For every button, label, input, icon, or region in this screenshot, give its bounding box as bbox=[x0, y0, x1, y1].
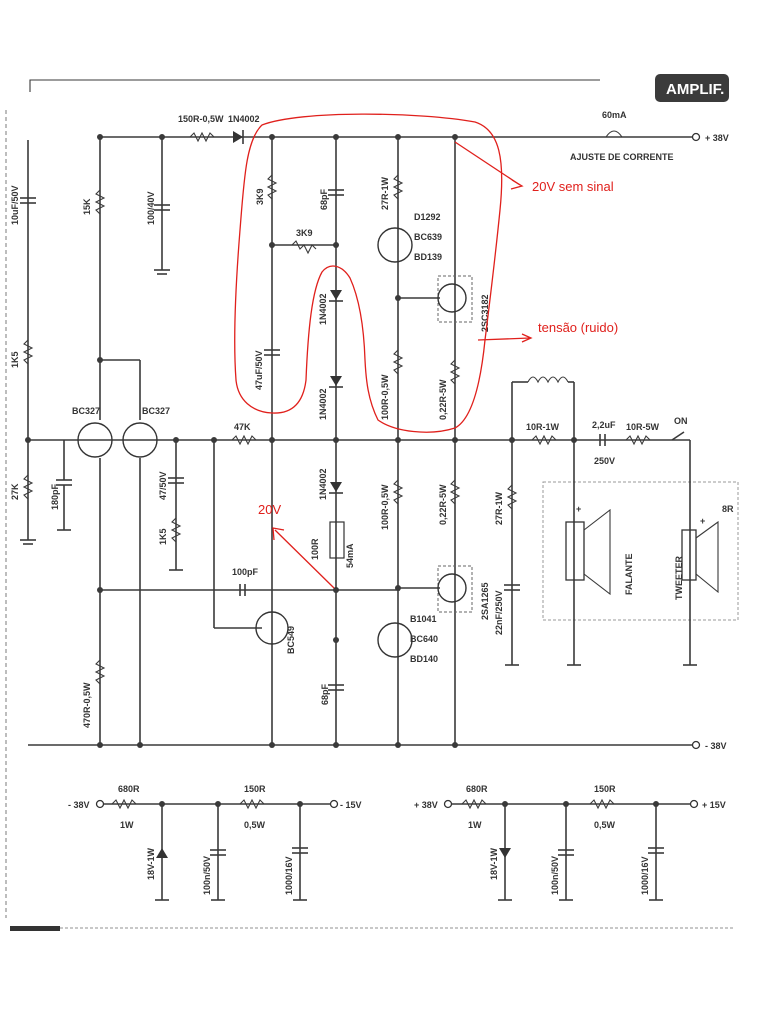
regulator-left: - 38V 680R 1W 18V-1W 100n/50V 150R 0,5W … bbox=[68, 784, 362, 901]
svg-text:0,5W: 0,5W bbox=[594, 820, 616, 830]
svg-text:1W: 1W bbox=[468, 820, 482, 830]
svg-text:1000/16V: 1000/16V bbox=[284, 856, 294, 895]
svg-text:8R: 8R bbox=[722, 504, 734, 514]
svg-text:D1292: D1292 bbox=[414, 212, 441, 222]
svg-text:680R: 680R bbox=[118, 784, 140, 794]
svg-text:180pF: 180pF bbox=[50, 483, 60, 510]
svg-text:3K9: 3K9 bbox=[255, 188, 265, 205]
svg-text:0,22R-5W: 0,22R-5W bbox=[438, 379, 448, 420]
svg-text:1K5: 1K5 bbox=[10, 351, 20, 368]
svg-text:27R-1W: 27R-1W bbox=[494, 491, 504, 525]
svg-text:27R-1W: 27R-1W bbox=[380, 176, 390, 210]
svg-text:100n/50V: 100n/50V bbox=[202, 856, 212, 895]
svg-text:18V-1W: 18V-1W bbox=[146, 847, 156, 880]
svg-text:+ 15V: + 15V bbox=[702, 800, 726, 810]
svg-text:BD139: BD139 bbox=[414, 252, 442, 262]
note-20v: 20V bbox=[258, 502, 281, 517]
svg-text:+: + bbox=[576, 504, 581, 514]
svg-text:22nF/250V: 22nF/250V bbox=[494, 590, 504, 635]
bias-column: 68pF 1N4002 1N4002 1N4002 100R 54mA 68pF bbox=[310, 134, 355, 748]
svg-text:1W: 1W bbox=[120, 820, 134, 830]
rail-neg-label: - 38V bbox=[705, 741, 727, 751]
svg-text:150R: 150R bbox=[594, 784, 616, 794]
supply-filter: 150R-0,5W 1N4002 100/40V bbox=[146, 114, 260, 275]
output-network: 27R-1W 22nF/250V 10R-1W 2,2uF 250V 10R-5… bbox=[494, 376, 739, 666]
svg-text:2SA1265: 2SA1265 bbox=[480, 582, 490, 620]
svg-text:FALANTE: FALANTE bbox=[624, 554, 634, 596]
svg-text:BD140: BD140 bbox=[410, 654, 438, 664]
red-annotations: 20V sem sinal tensão (ruido) 20V bbox=[234, 113, 618, 589]
svg-text:10R-5W: 10R-5W bbox=[626, 422, 660, 432]
svg-text:- 38V: - 38V bbox=[68, 800, 90, 810]
svg-text:BC639: BC639 bbox=[414, 232, 442, 242]
svg-text:AMPLIF.: AMPLIF. bbox=[666, 81, 724, 98]
rails: + 38V - 38V bbox=[28, 132, 729, 751]
svg-text:BC640: BC640 bbox=[410, 634, 438, 644]
svg-text:ON: ON bbox=[674, 416, 688, 426]
svg-text:47uF/50V: 47uF/50V bbox=[254, 350, 264, 390]
current-adjust: 60mA AJUSTE DE CORRENTE bbox=[570, 110, 674, 162]
svg-text:TWEETER: TWEETER bbox=[674, 556, 684, 600]
svg-text:60mA: 60mA bbox=[602, 110, 627, 120]
svg-text:27K: 27K bbox=[10, 483, 20, 500]
svg-text:1000/16V: 1000/16V bbox=[640, 856, 650, 895]
regulator-right: + 38V 680R 1W 18V-1W 100n/50V 150R 0,5W … bbox=[414, 784, 726, 901]
svg-text:100R-0,5W: 100R-0,5W bbox=[380, 374, 390, 420]
svg-text:68pF: 68pF bbox=[319, 188, 329, 210]
svg-text:+ 38V: + 38V bbox=[414, 800, 438, 810]
svg-text:100R-0,5W: 100R-0,5W bbox=[380, 484, 390, 530]
svg-text:68pF: 68pF bbox=[320, 683, 330, 705]
rail-pos-label: + 38V bbox=[705, 133, 729, 143]
svg-text:+: + bbox=[700, 516, 705, 526]
svg-text:100/40V: 100/40V bbox=[146, 191, 156, 225]
vas-stage: 3K9 3K9 47uF/50V BC549 47K 47/50V 1K5 10… bbox=[158, 134, 336, 748]
note-noise: tensão (ruido) bbox=[538, 320, 618, 335]
svg-text:100pF: 100pF bbox=[232, 567, 259, 577]
page-border bbox=[5, 79, 735, 931]
svg-text:0,22R-5W: 0,22R-5W bbox=[438, 484, 448, 525]
svg-text:150R: 150R bbox=[244, 784, 266, 794]
svg-text:10R-1W: 10R-1W bbox=[526, 422, 560, 432]
title-badge: AMPLIF. bbox=[655, 74, 729, 102]
svg-text:10uF/50V: 10uF/50V bbox=[10, 185, 20, 225]
svg-text:47/50V: 47/50V bbox=[158, 471, 168, 500]
svg-text:1N4002: 1N4002 bbox=[318, 468, 328, 500]
note-no-signal: 20V sem sinal bbox=[532, 179, 614, 194]
svg-text:BC327: BC327 bbox=[72, 406, 100, 416]
svg-text:18V-1W: 18V-1W bbox=[489, 847, 499, 880]
svg-text:150R-0,5W: 150R-0,5W bbox=[178, 114, 224, 124]
svg-text:1N4002: 1N4002 bbox=[228, 114, 260, 124]
diff-pair: 15K BC327 BC327 470R-0,5W bbox=[72, 134, 170, 748]
svg-text:100R: 100R bbox=[310, 538, 320, 560]
svg-text:1K5: 1K5 bbox=[158, 528, 168, 545]
output-stage: 27R-1W D1292 BC639 BD139 100R-0,5W 100R-… bbox=[377, 134, 490, 748]
svg-text:54mA: 54mA bbox=[345, 543, 355, 568]
svg-text:AJUSTE DE CORRENTE: AJUSTE DE CORRENTE bbox=[570, 152, 674, 162]
svg-text:- 15V: - 15V bbox=[340, 800, 362, 810]
svg-text:1N4002: 1N4002 bbox=[318, 388, 328, 420]
svg-text:47K: 47K bbox=[234, 422, 251, 432]
svg-text:2SC3182: 2SC3182 bbox=[480, 294, 490, 332]
svg-text:250V: 250V bbox=[594, 456, 615, 466]
svg-text:2,2uF: 2,2uF bbox=[592, 420, 616, 430]
input-stage: 10uF/50V 1K5 27K 180pF bbox=[10, 140, 72, 545]
svg-text:15K: 15K bbox=[82, 198, 92, 215]
svg-text:470R-0,5W: 470R-0,5W bbox=[82, 682, 92, 728]
svg-text:3K9: 3K9 bbox=[296, 228, 313, 238]
svg-text:100n/50V: 100n/50V bbox=[550, 856, 560, 895]
svg-text:B1041: B1041 bbox=[410, 614, 437, 624]
svg-text:680R: 680R bbox=[466, 784, 488, 794]
svg-text:BC327: BC327 bbox=[142, 406, 170, 416]
svg-text:BC549: BC549 bbox=[286, 626, 296, 654]
svg-text:0,5W: 0,5W bbox=[244, 820, 266, 830]
svg-text:1N4002: 1N4002 bbox=[318, 293, 328, 325]
